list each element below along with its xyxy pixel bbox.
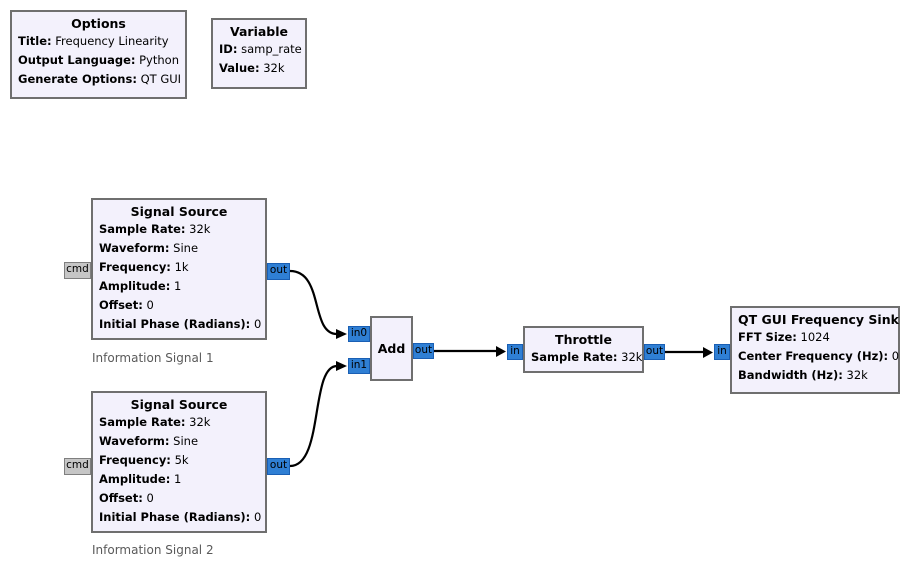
block-title: Add bbox=[377, 341, 406, 356]
port-cmd-source2[interactable]: cmd bbox=[64, 458, 91, 475]
block-param: Offset: 0 bbox=[99, 298, 154, 312]
block-param: Sample Rate: 32k bbox=[99, 222, 211, 236]
port-out-source1[interactable]: out bbox=[267, 263, 290, 280]
block-add[interactable]: Add bbox=[370, 316, 413, 381]
wire-source1-to-add[interactable] bbox=[289, 269, 347, 339]
wire-add-to-throttle[interactable] bbox=[434, 346, 506, 357]
block-param: Sample Rate: 32k bbox=[99, 415, 211, 429]
block-param: Frequency: 5k bbox=[99, 453, 189, 467]
block-param: Value: 32k bbox=[219, 61, 285, 75]
block-param: Waveform: Sine bbox=[99, 241, 199, 255]
port-in1-add[interactable]: in1 bbox=[348, 358, 370, 374]
block-param: ID: samp_rate bbox=[219, 42, 302, 56]
block-title: Signal Source bbox=[130, 397, 228, 412]
block-title: Variable bbox=[229, 24, 289, 39]
block-param: Offset: 0 bbox=[99, 491, 154, 505]
block-qt-gui-frequency-sink[interactable]: QT GUI Frequency Sink FFT Size: 1024 Cen… bbox=[730, 306, 900, 394]
port-in-sink[interactable]: in bbox=[714, 344, 730, 360]
block-caption-source1: Information Signal 1 bbox=[92, 351, 214, 365]
block-param: Sample Rate: 32k bbox=[531, 350, 643, 364]
wire-source2-to-add[interactable] bbox=[289, 361, 347, 468]
block-caption-source2: Information Signal 2 bbox=[92, 543, 214, 557]
block-param: Center Frequency (Hz): 0 bbox=[738, 349, 900, 363]
block-param: Frequency: 1k bbox=[99, 260, 189, 274]
block-param: Generate Options: QT GUI bbox=[18, 72, 182, 86]
block-throttle[interactable]: Throttle Sample Rate: 32k bbox=[523, 326, 644, 373]
block-param: Waveform: Sine bbox=[99, 434, 199, 448]
port-out-add[interactable]: out bbox=[413, 343, 434, 359]
wire-throttle-to-sink[interactable] bbox=[665, 347, 713, 358]
port-out-source2[interactable]: out bbox=[267, 458, 290, 475]
port-out-throttle[interactable]: out bbox=[644, 344, 665, 360]
block-options[interactable]: Options Title: Frequency Linearity Outpu… bbox=[10, 10, 187, 99]
block-param: Initial Phase (Radians): 0 bbox=[99, 510, 262, 524]
block-param: Output Language: Python bbox=[18, 53, 179, 67]
block-param: Title: Frequency Linearity bbox=[18, 34, 169, 48]
block-signal-source-2[interactable]: Signal Source Sample Rate: 32k Waveform:… bbox=[91, 391, 267, 533]
block-title: QT GUI Frequency Sink bbox=[738, 312, 899, 327]
block-param: FFT Size: 1024 bbox=[738, 330, 830, 344]
block-param: Amplitude: 1 bbox=[99, 279, 182, 293]
port-in-throttle[interactable]: in bbox=[507, 344, 523, 360]
block-title: Signal Source bbox=[130, 204, 228, 219]
port-in0-add[interactable]: in0 bbox=[348, 326, 370, 342]
block-variable[interactable]: Variable ID: samp_rate Value: 32k bbox=[211, 18, 307, 89]
block-title: Options bbox=[71, 16, 126, 31]
block-param: Initial Phase (Radians): 0 bbox=[99, 317, 262, 331]
block-signal-source-1[interactable]: Signal Source Sample Rate: 32k Waveform:… bbox=[91, 198, 267, 340]
block-param: Amplitude: 1 bbox=[99, 472, 182, 486]
block-title: Throttle bbox=[555, 332, 612, 347]
block-param: Bandwidth (Hz): 32k bbox=[738, 368, 868, 382]
port-cmd-source1[interactable]: cmd bbox=[64, 262, 91, 279]
